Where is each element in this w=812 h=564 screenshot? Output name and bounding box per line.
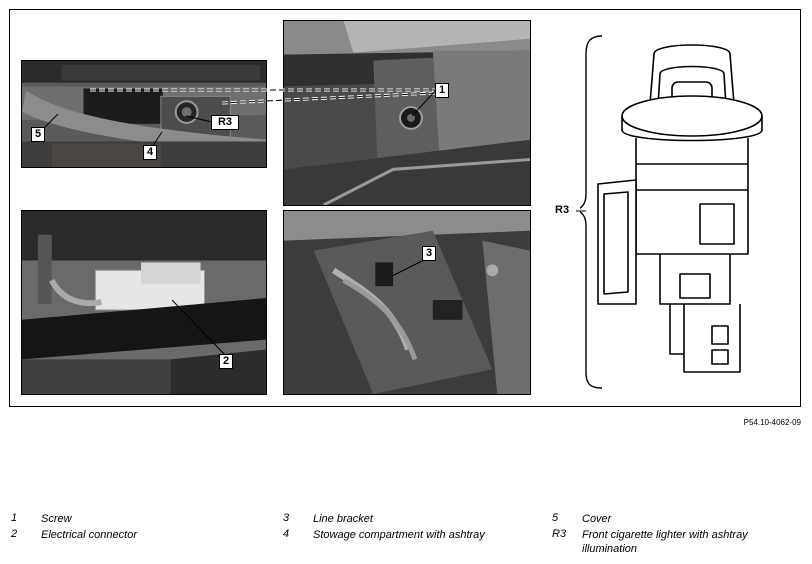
legend-num: R3: [552, 528, 567, 540]
callout-r3-drawing: R3: [555, 204, 570, 216]
legend-num: 3: [283, 512, 290, 524]
figure-reference-code: P54.10-4062-09: [743, 418, 801, 427]
photo-screw: [283, 20, 531, 206]
legend-text: Front cigarette lighter with ashtray ill…: [582, 529, 748, 555]
callout-2: 2: [219, 354, 233, 369]
photo-line-bracket: [283, 210, 531, 395]
legend-num: 5: [552, 512, 559, 524]
legend-num: 4: [283, 528, 290, 540]
legend-text: Line bracket: [313, 513, 373, 525]
legend-text: Screw: [41, 513, 72, 525]
callout-3: 3: [422, 246, 436, 261]
callout-r3-photo: R3: [211, 115, 239, 130]
legend-num: 2: [11, 528, 18, 540]
callout-1: 1: [435, 83, 449, 98]
photo-stowage-compartment: [21, 60, 267, 168]
legend-text: Stowage compartment with ashtray: [313, 529, 485, 541]
callout-4: 4: [143, 145, 157, 160]
callout-5: 5: [31, 127, 45, 142]
legend-text: Cover: [582, 513, 612, 525]
legend-num: 1: [11, 512, 18, 524]
legend-text: Electrical connector: [41, 529, 137, 541]
drawing-cigarette-lighter: [575, 34, 780, 390]
